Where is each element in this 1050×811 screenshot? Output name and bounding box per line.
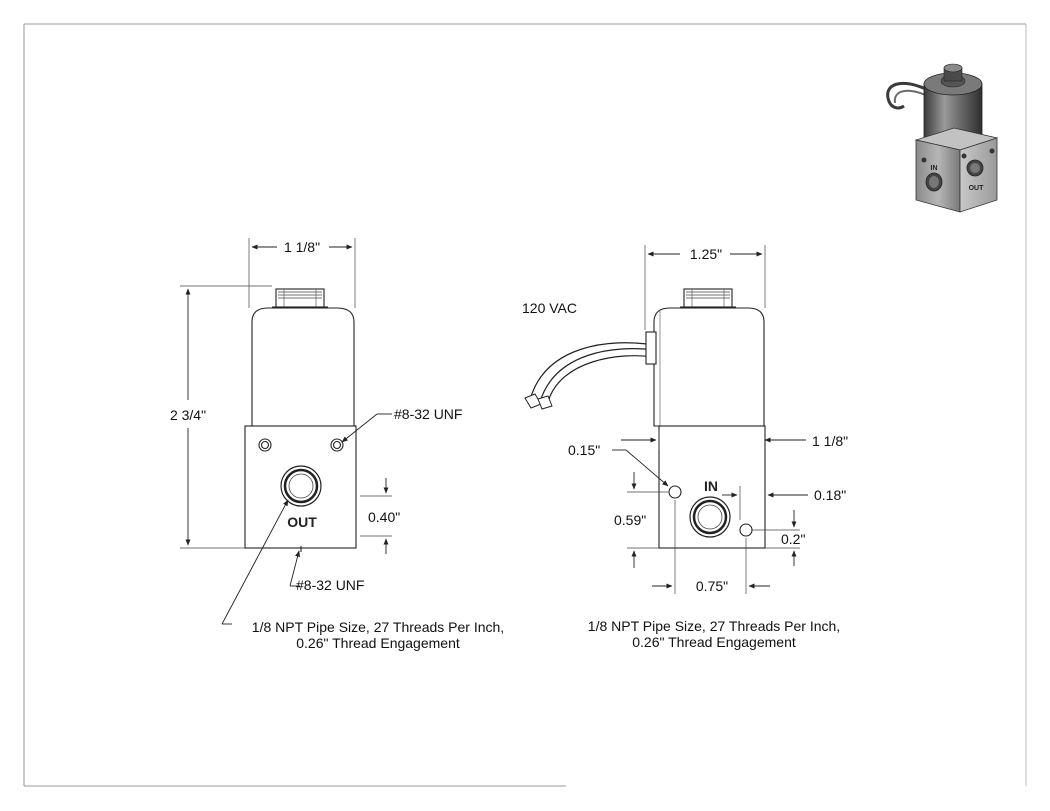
front-top-screw-leader xyxy=(341,413,392,443)
front-pipe-note-leader xyxy=(221,499,289,625)
side-view: IN xyxy=(524,288,766,549)
front-top-screw-label: #8-32 UNF xyxy=(394,406,462,422)
side-port-label: IN xyxy=(704,478,718,494)
side-pipe-note-line2: 0.26" Thread Engagement xyxy=(632,634,796,650)
front-out-port xyxy=(280,465,322,507)
iso-wire-icon xyxy=(886,81,933,110)
side-nut xyxy=(680,288,736,308)
front-bottom-screw-label: #8-32 UNF xyxy=(296,577,364,593)
side-body-width-label: 1 1/8" xyxy=(812,433,848,449)
side-coil xyxy=(653,307,765,427)
front-coil xyxy=(251,307,355,427)
side-hole-vertical-dimension xyxy=(627,472,668,568)
iso-block-icon xyxy=(914,127,999,213)
side-hole-top-label: 0.15" xyxy=(568,442,600,458)
front-nut xyxy=(272,288,328,308)
side-hole-bottom-label: 0.2" xyxy=(781,531,805,547)
front-port-offset-label: 0.40" xyxy=(368,509,400,525)
side-hole-right-dimension xyxy=(722,486,808,520)
side-hole-top-dimension xyxy=(612,449,669,487)
side-hole-vertical-label: 0.59" xyxy=(614,512,646,528)
front-view: OUT xyxy=(244,288,357,552)
side-hole-bottom-dimension xyxy=(752,510,800,566)
front-height-label: 2 3/4" xyxy=(170,407,206,423)
front-bottom-screw-leader xyxy=(289,550,301,587)
front-width-label: 1 1/8" xyxy=(284,239,320,255)
iso-in-label: IN xyxy=(931,165,938,172)
side-hole-spacing-label: 0.75" xyxy=(696,578,728,594)
side-wire-leads xyxy=(524,331,657,410)
side-body-width-dimension xyxy=(621,430,806,450)
sheet-border xyxy=(23,23,1027,787)
side-width-label: 1.25" xyxy=(690,246,722,262)
iso-out-label: OUT xyxy=(969,185,985,192)
front-screw-hole-left xyxy=(258,438,272,452)
side-pipe-note-line1: 1/8 NPT Pipe Size, 27 Threads Per Inch, xyxy=(588,618,840,634)
front-port-offset-dimension xyxy=(360,478,392,554)
side-hole-spacing-dimension xyxy=(652,500,770,594)
side-hole-right xyxy=(739,523,753,537)
front-screw-hole-right xyxy=(330,438,344,452)
side-hole-right-label: 0.18" xyxy=(814,487,846,503)
iso-view: IN OUT xyxy=(886,63,999,213)
front-width-dimension xyxy=(248,238,356,308)
side-voltage-label: 120 VAC xyxy=(522,300,577,316)
side-width-dimension xyxy=(644,245,766,330)
side-in-port xyxy=(689,496,731,538)
front-pipe-note-line2: 0.26" Thread Engagement xyxy=(296,635,460,651)
front-height-dimension xyxy=(180,285,272,549)
side-hole-left xyxy=(668,485,682,499)
front-port-label: OUT xyxy=(287,514,317,530)
front-pipe-note-line1: 1/8 NPT Pipe Size, 27 Threads Per Inch, xyxy=(252,619,504,635)
